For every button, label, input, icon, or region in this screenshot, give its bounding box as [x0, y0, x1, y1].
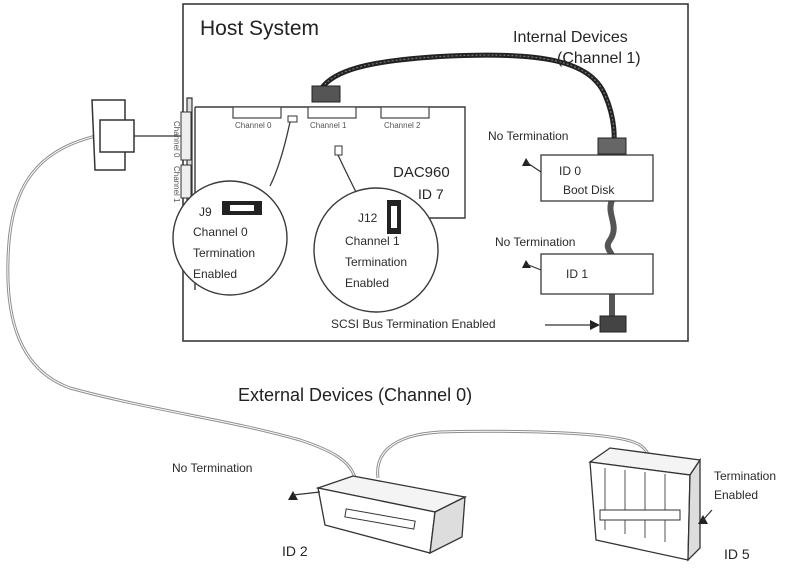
internal-disk-id0 — [540, 154, 654, 202]
j12-callout-leader — [337, 154, 357, 193]
j9-line3: Enabled — [193, 267, 238, 281]
back-panel-port-0-label: Channel 0 — [172, 121, 181, 158]
disk0-name: Boot Disk — [563, 183, 615, 197]
ribbon-disk0-to-disk1 — [604, 198, 617, 257]
j9-jumper-small — [287, 115, 298, 123]
j9-callout-leader — [269, 121, 291, 187]
no-termination-marker-id2 — [288, 491, 298, 500]
ribbon-plug-disk0 — [597, 137, 627, 155]
j12-callout-circle — [313, 187, 439, 313]
connector-channel-1-label: Channel 1 — [310, 121, 347, 130]
controller-id: ID 7 — [418, 186, 444, 202]
back-panel-port-0 — [180, 111, 192, 161]
bus-termination-arrow — [590, 320, 600, 330]
j12-line1: Channel 1 — [345, 234, 400, 248]
disk1-id: ID 1 — [566, 267, 589, 281]
ribbon-plug-controller — [311, 85, 341, 103]
j12-label: J12 — [358, 211, 378, 225]
connector-channel-2-label: Channel 2 — [384, 121, 421, 130]
disk0-termination-label: No Termination — [488, 129, 569, 143]
external-devices-title: External Devices (Channel 0) — [238, 385, 473, 405]
connector-channel-0-label: Channel 0 — [235, 121, 272, 130]
channel-0-connector — [232, 106, 282, 119]
j9-label: J9 — [199, 205, 212, 219]
j9-line1: Channel 0 — [193, 225, 248, 239]
channel-2-connector — [380, 106, 430, 119]
scsi-terminator — [599, 315, 627, 333]
id5-termination-line2: Enabled — [714, 488, 759, 502]
j12-line2: Termination — [345, 255, 408, 269]
id5-termination-line1: Termination — [714, 469, 777, 483]
bus-termination-label: SCSI Bus Termination Enabled — [331, 317, 496, 331]
internal-disk-id1 — [540, 253, 654, 295]
j12-jumper-small — [334, 145, 343, 156]
back-panel-port-1 — [180, 164, 192, 199]
internal-devices-label: Internal Devices — [513, 29, 628, 46]
back-panel-port-1-label: Channel 1 — [172, 166, 181, 203]
controller-name: DAC960 — [393, 164, 450, 181]
id2-termination-label: No Termination — [172, 461, 253, 475]
j12-line3: Enabled — [345, 276, 390, 290]
disk0-id: ID 0 — [559, 164, 582, 178]
id2-label: ID 2 — [282, 543, 308, 559]
j9-line2: Termination — [193, 246, 256, 260]
id5-label: ID 5 — [724, 546, 750, 562]
disk1-termination-label: No Termination — [495, 235, 576, 249]
internal-devices-channel: (Channel 1) — [557, 50, 641, 67]
host-system-title: Host System — [200, 17, 320, 40]
channel-1-connector — [307, 106, 357, 119]
